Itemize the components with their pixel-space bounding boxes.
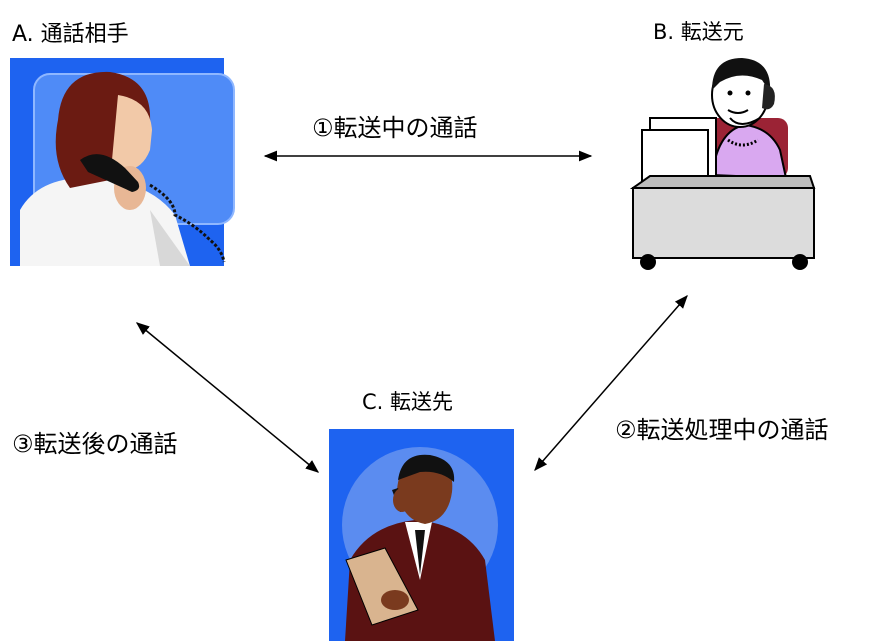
businessman-on-phone-icon — [329, 429, 514, 641]
woman-on-phone-icon — [10, 58, 235, 266]
edge-3-arrow — [135, 322, 320, 473]
node-b-title: B. 転送元 — [653, 20, 744, 44]
edge-2-arrow — [534, 294, 688, 472]
node-a-title: A. 通話相手 — [12, 22, 129, 47]
edge-1-label: ①転送中の通話 — [312, 114, 478, 142]
edge-3-label: ③転送後の通話 — [12, 430, 178, 458]
node-c-title: C. 転送先 — [362, 390, 454, 414]
edge-2-label: ②転送処理中の通話 — [615, 416, 829, 444]
operator-at-desk-icon — [629, 58, 816, 270]
